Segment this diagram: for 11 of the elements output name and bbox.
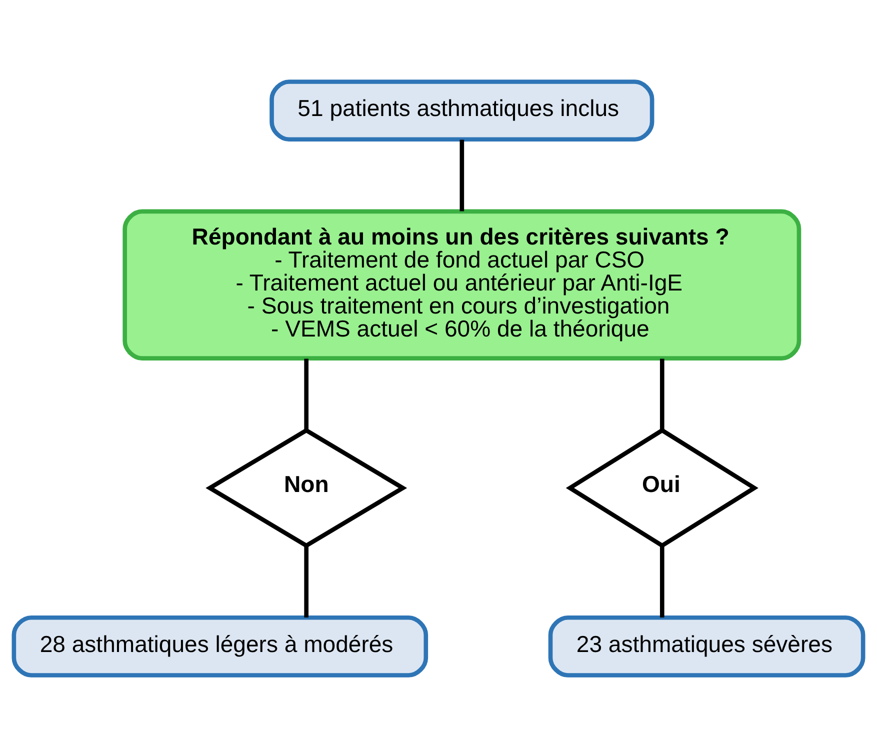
node-box: 51 patients asthmatiques inclus: [270, 79, 654, 142]
node-box: Répondant à au moins un des critères suivants ? - Traitement de fond actuel par CSO - Traitement actuel ou antérieur par Anti-IgE - Sous traitement en cours d’investigation - VEMS actuel < 60% de la théorique: [122, 208, 802, 360]
connector: [304, 358, 308, 430]
connector: [304, 545, 308, 617]
node-box: 23 asthmatiques sévères: [548, 614, 866, 677]
connector: [660, 545, 664, 617]
connector: [660, 358, 664, 430]
connector: [460, 139, 464, 211]
node-box: 28 asthmatiques légers à modérés: [12, 614, 428, 677]
node-diamond: Oui: [566, 427, 758, 548]
node-diamond: Non: [206, 427, 408, 548]
